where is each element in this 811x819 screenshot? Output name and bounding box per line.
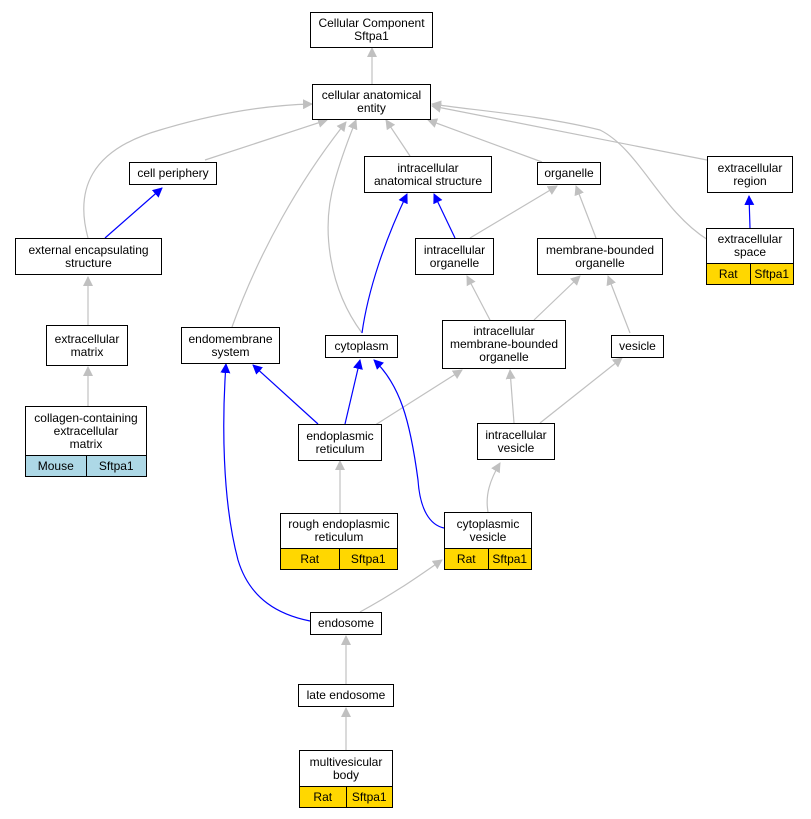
edge-ees-cae [83, 99, 313, 239]
edge-endo-ems [220, 363, 311, 622]
node-label: multivesicular body [309, 754, 383, 782]
annotation-gene: Sftpa1 [338, 549, 398, 569]
node-label: endosome [317, 616, 375, 630]
node-label: cytoplasmic vesicle [456, 516, 520, 544]
edge-io-ias [433, 193, 456, 239]
node-intracellular-organelle[interactable]: intracellular organelle [415, 238, 494, 275]
edge-er-cae [431, 102, 708, 161]
node-label: organelle [544, 166, 594, 180]
node-label: intracellular organelle [423, 242, 486, 270]
node-label: Cellular Component Sftpa1 [318, 16, 425, 43]
node-label: extracellular matrix [54, 331, 120, 359]
node-intracellular-membrane-bounded-organelle[interactable]: intracellular membrane-bounded organelle [442, 320, 566, 369]
node-label: vesicle [619, 339, 656, 353]
node-label: extracellular space [717, 232, 783, 259]
node-label: cellular anatomical entity [321, 88, 422, 115]
annotation-species: Rat [313, 789, 333, 804]
node-external-encapsulating-structure[interactable]: external encapsulating structure [15, 238, 162, 275]
edge-endr-imbo [371, 369, 463, 428]
node-vesicle[interactable]: vesicle [611, 335, 664, 358]
node-late-endosome[interactable]: late endosome [298, 684, 394, 707]
node-label: extracellular region [717, 160, 783, 188]
node-extracellular-region[interactable]: extracellular region [707, 156, 793, 193]
node-cytoplasmic-vesicle[interactable]: cytoplasmic vesicle Rat Sftpa1 [444, 512, 532, 570]
edge-endo-cv [359, 559, 443, 613]
edge-mbo-org [574, 185, 597, 239]
node-label: endomembrane system [188, 331, 273, 359]
node-label: cytoplasm [334, 339, 389, 353]
annotation-gene: Sftpa1 [487, 549, 532, 569]
edge-cp-cae [204, 118, 328, 161]
node-multivesicular-body[interactable]: multivesicular body Rat Sftpa1 [299, 750, 393, 808]
annotation-species: Rat [456, 551, 476, 566]
edge-iv-imbo [505, 369, 516, 424]
annotation-species: Rat [300, 551, 320, 566]
annotation-row: Mouse Sftpa1 [26, 455, 146, 476]
edge-iv-ves [539, 357, 623, 424]
node-cellular-component[interactable]: Cellular Component Sftpa1 [310, 12, 433, 48]
node-cellular-anatomical-entity[interactable]: cellular anatomical entity [312, 84, 431, 120]
node-label: intracellular anatomical structure [373, 160, 483, 188]
edge-ias-cae [385, 119, 411, 157]
node-label: membrane-bounded organelle [545, 242, 655, 270]
node-label: collagen-containing extracellular matrix [34, 410, 138, 451]
node-endosome[interactable]: endosome [310, 612, 382, 635]
edge-endr-ems [252, 364, 319, 425]
edge-org-cae [427, 118, 543, 163]
edge-ves-mbo [606, 275, 631, 334]
edge-ees-cp [104, 187, 163, 239]
node-endomembrane-system[interactable]: endomembrane system [181, 327, 280, 364]
edge-ems-cae [231, 121, 347, 328]
edge-io-org [469, 185, 558, 239]
annotation-row: Rat Sftpa1 [707, 263, 793, 284]
node-intracellular-vesicle[interactable]: intracellular vesicle [477, 423, 555, 460]
edge-endr-cyt [344, 359, 363, 425]
annotation-species: Rat [718, 266, 738, 281]
node-rough-endoplasmic-reticulum[interactable]: rough endoplasmic reticulum Rat Sftpa1 [280, 513, 398, 570]
annotation-gene: Sftpa1 [749, 264, 794, 284]
node-cytoplasm[interactable]: cytoplasm [325, 335, 398, 358]
node-label: endoplasmic reticulum [306, 428, 374, 456]
node-label: rough endoplasmic reticulum [288, 517, 390, 544]
node-label: cell periphery [137, 166, 209, 180]
edge-cv-cyt [373, 359, 445, 529]
edge-cv-iv [486, 462, 501, 513]
node-label: intracellular membrane-bounded organelle [449, 324, 559, 364]
node-intracellular-anatomical-structure[interactable]: intracellular anatomical structure [364, 156, 492, 193]
node-label: intracellular vesicle [485, 427, 547, 455]
edge-cyt-cae [327, 119, 363, 334]
annotation-gene: Sftpa1 [345, 787, 393, 807]
node-endoplasmic-reticulum[interactable]: endoplasmic reticulum [298, 424, 382, 461]
annotation-species: Mouse [37, 458, 74, 473]
node-cell-periphery[interactable]: cell periphery [129, 162, 217, 185]
edge-imbo-io [466, 275, 491, 321]
node-organelle[interactable]: organelle [537, 162, 601, 185]
node-extracellular-matrix[interactable]: extracellular matrix [46, 325, 128, 366]
node-collagen-containing-extracellular-matrix[interactable]: collagen-containing extracellular matrix… [25, 406, 147, 477]
node-extracellular-space[interactable]: extracellular space Rat Sftpa1 [706, 228, 794, 285]
node-membrane-bounded-organelle[interactable]: membrane-bounded organelle [537, 238, 663, 275]
annotation-gene: Sftpa1 [85, 456, 147, 476]
annotation-row: Rat Sftpa1 [281, 548, 397, 569]
edge-imbo-mbo [533, 275, 581, 321]
edge-es-er [744, 195, 755, 229]
annotation-row: Rat Sftpa1 [300, 786, 392, 807]
edge-cyt-ias [361, 193, 408, 334]
node-label: external encapsulating structure [28, 242, 149, 270]
node-label: late endosome [306, 688, 386, 702]
edge-es-cae [431, 100, 709, 241]
annotation-row: Rat Sftpa1 [445, 548, 531, 569]
